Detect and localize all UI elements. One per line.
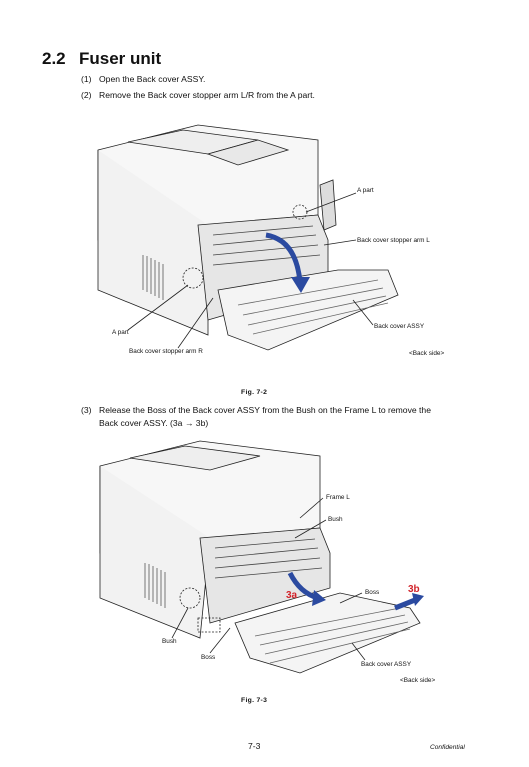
figure-7-2-caption: Fig. 7-2 (241, 389, 268, 396)
step-number: (3) (81, 405, 92, 415)
callout-bush-left: Bush (162, 638, 177, 645)
callout-a-part-top: A part (357, 187, 374, 194)
callout-a-part-left: A part (112, 329, 129, 336)
step-3: (3) Release the Boss of the Back cover A… (81, 404, 501, 430)
callout-step-3b: 3b (408, 584, 420, 595)
callout-boss-right: Boss (365, 589, 380, 596)
step-number: (1) (81, 74, 92, 84)
callout-step-3a: 3a (286, 590, 298, 601)
callout-boss-left: Boss (201, 654, 216, 661)
section-number: 2.2 (42, 49, 66, 68)
callout-bush-top: Bush (328, 516, 343, 523)
step-text: Open the Back cover ASSY. (99, 74, 206, 84)
callout-stopper-arm-r: Back cover stopper arm R (129, 348, 203, 355)
callout-back-side: <Back side> (400, 677, 436, 684)
step-number: (2) (81, 90, 92, 100)
step-text: Release the Boss of the Back cover ASSY … (99, 405, 431, 415)
callout-back-cover-assy: Back cover ASSY (374, 323, 425, 330)
figure-7-3-illustration (99, 440, 424, 674)
step-text-continued: Back cover ASSY. (3a → 3b) (99, 418, 209, 428)
section-title: Fuser unit (79, 49, 162, 68)
callout-back-cover-assy: Back cover ASSY (361, 661, 412, 668)
callout-back-side: <Back side> (409, 350, 445, 357)
callout-frame-l: Frame L (326, 494, 350, 501)
figure-7-2-illustration (97, 124, 399, 351)
page-number: 7-3 (248, 741, 261, 751)
step-text: Remove the Back cover stopper arm L/R fr… (99, 90, 315, 100)
figure-7-3-caption: Fig. 7-3 (241, 697, 268, 704)
callout-stopper-arm-l: Back cover stopper arm L (357, 237, 430, 244)
confidential-label: Confidential (430, 744, 465, 751)
